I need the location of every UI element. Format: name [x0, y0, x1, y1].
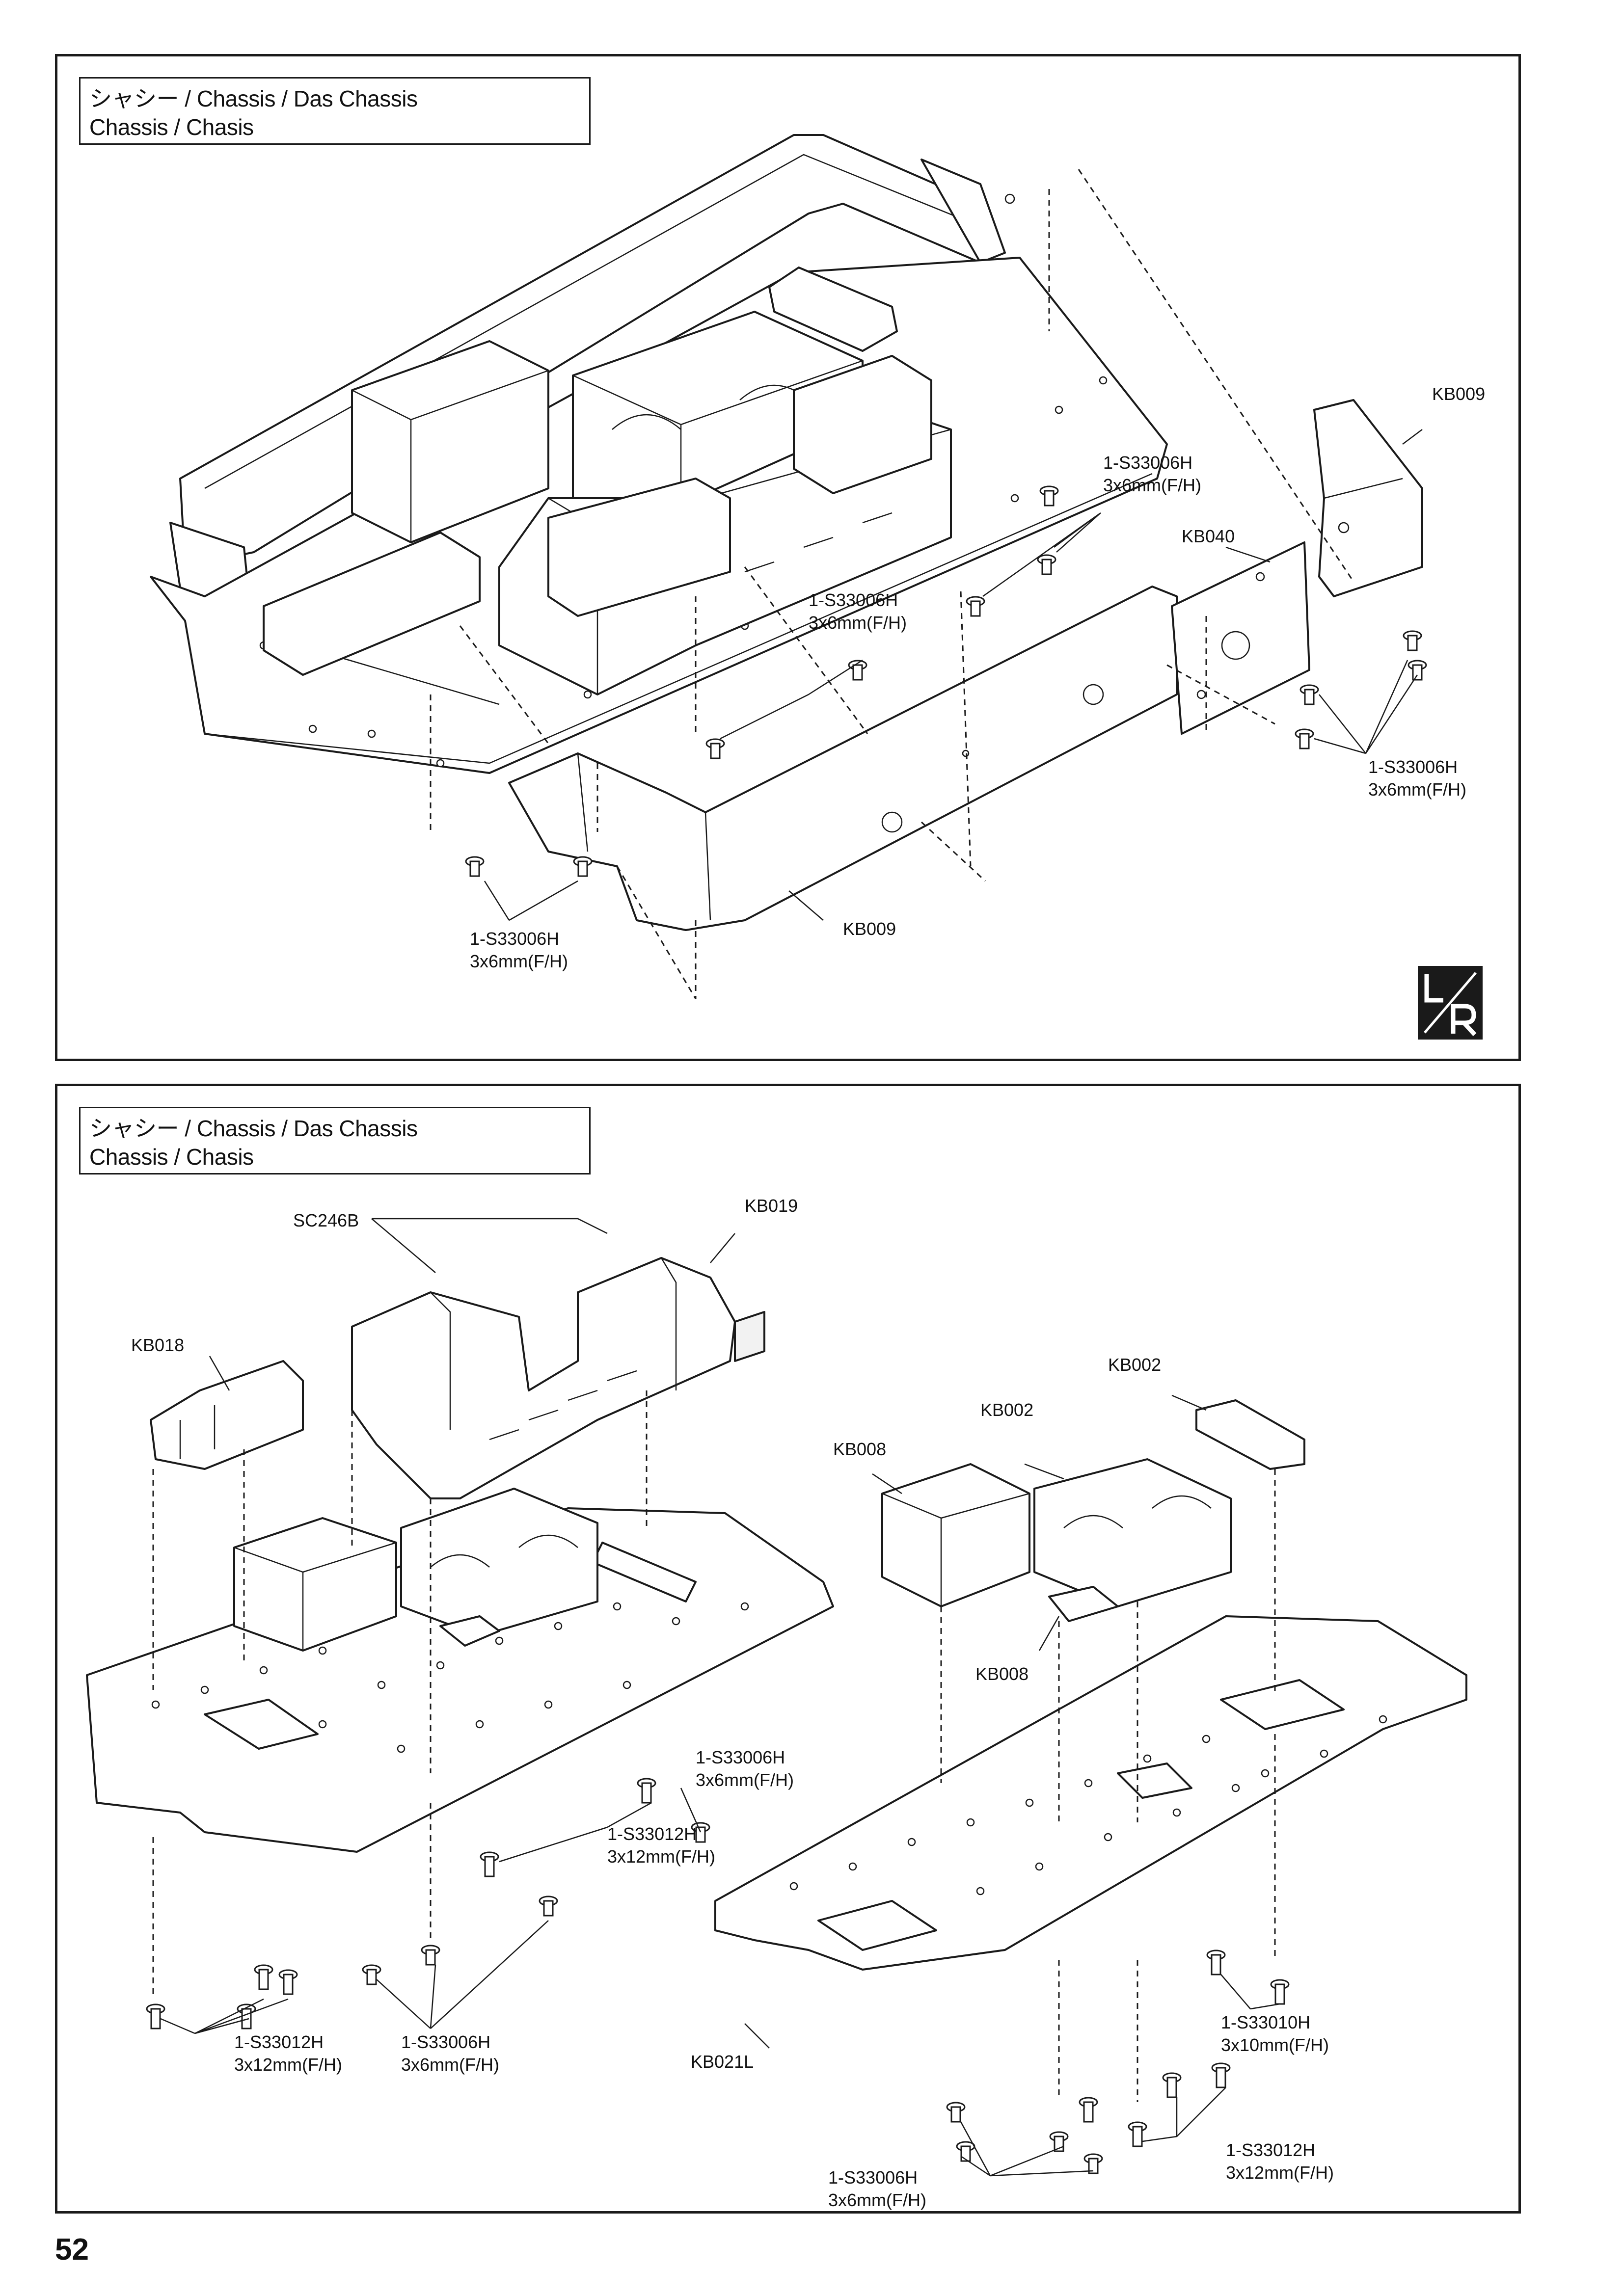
screw [1162, 2072, 1182, 2098]
screw [1270, 1979, 1290, 2005]
label-kb009-rear: KB009 [1432, 384, 1485, 404]
kb008-battery-box [881, 1463, 1030, 1607]
kb040-rear-plate [1171, 541, 1310, 735]
top-panel-title-box: シャシー / Chassis / Das Chassis Chassis / C… [79, 77, 591, 145]
top-labels: KB009 KB040 1-S33006H 3x6mm(F/H) 1-S3300… [470, 384, 1485, 971]
top-panel-title-line2: Chassis / Chasis [89, 114, 254, 140]
kb002-clamp [1195, 1399, 1305, 1470]
screw [1407, 660, 1427, 681]
bottom-panel-title-line2: Chassis / Chasis [89, 1144, 254, 1170]
label-kb009-side: KB009 [843, 919, 896, 939]
screw [637, 1778, 656, 1804]
screw [421, 1945, 440, 1966]
left-battery-box [233, 1517, 397, 1652]
battery-box-top [263, 340, 549, 676]
screw [1295, 728, 1314, 749]
screw [465, 856, 485, 877]
screw [1037, 554, 1056, 575]
label-screw-b-size: 3x6mm(F/H) [809, 613, 907, 633]
label-kb021l: KB021L [691, 2052, 754, 2072]
top-assembly-panel: シャシー / Chassis / Das Chassis Chassis / C… [55, 54, 1521, 1061]
screw [1403, 630, 1422, 651]
label-s6-size: 3x12mm(F/H) [1226, 2163, 1334, 2183]
bottom-assembly-panel: シャシー / Chassis / Das Chassis Chassis / C… [55, 1084, 1521, 2214]
top-screws [465, 485, 1427, 877]
screw [705, 738, 725, 759]
screw [956, 2141, 975, 2162]
label-kb002-clamp: KB002 [1108, 1355, 1161, 1375]
left-chassis-plate [86, 1507, 834, 1853]
screw [1039, 485, 1059, 507]
screw [1079, 2097, 1098, 2123]
screw [1206, 1949, 1226, 1976]
label-screw-a-size: 3x6mm(F/H) [1103, 475, 1201, 495]
label-kb002-gearbox: KB002 [980, 1400, 1033, 1420]
top-exploded-diagram: KB009 KB040 1-S33006H 3x6mm(F/H) 1-S3300… [150, 134, 1485, 999]
label-screw-c-code: 1-S33006H [1368, 757, 1458, 777]
kb018-servo-mount [150, 1360, 304, 1470]
kb008-bracket [1048, 1586, 1119, 1622]
screw [691, 1822, 710, 1843]
top-leader-lines [484, 429, 1423, 921]
sc246b-radio-tray [351, 1257, 765, 1499]
label-s3-size: 3x12mm(F/H) [234, 2055, 342, 2075]
label-screw-c-size: 3x6mm(F/H) [1368, 779, 1466, 800]
top-guide-lines [430, 169, 1354, 999]
radio-tray-top [498, 355, 952, 695]
label-screw-d-size: 3x6mm(F/H) [470, 951, 568, 971]
kb009-rear-bumper [1313, 399, 1423, 597]
label-kb019: KB019 [745, 1196, 798, 1216]
screw [848, 660, 867, 681]
left-gearbox [400, 1488, 598, 1647]
label-s1-size: 3x6mm(F/H) [696, 1770, 794, 1790]
label-screw-d-code: 1-S33006H [470, 929, 559, 949]
label-kb008-box: KB008 [833, 1439, 886, 1459]
label-screw-a-code: 1-S33006H [1103, 453, 1192, 473]
label-s7-code: 1-S33006H [828, 2167, 918, 2188]
label-s6-code: 1-S33012H [1226, 2140, 1315, 2160]
label-kb040: KB040 [1182, 526, 1235, 546]
screw [539, 1896, 558, 1917]
label-kb018: KB018 [131, 1335, 184, 1355]
label-kb008-bracket: KB008 [975, 1664, 1029, 1684]
label-sc246b: SC246B [293, 1210, 359, 1230]
screw [1049, 2131, 1069, 2152]
screw [146, 2003, 165, 2029]
screw [362, 1964, 381, 1985]
screw [278, 1969, 298, 1995]
screw [1299, 684, 1319, 705]
bottom-leader-lines [160, 1218, 1280, 2177]
label-s4-code: 1-S33006H [401, 2032, 490, 2052]
page-number: 52 [55, 2233, 89, 2267]
screw [254, 1964, 273, 1990]
bumper-brace-top [768, 267, 898, 352]
screw [1083, 2153, 1103, 2174]
label-s5-size: 3x10mm(F/H) [1221, 2035, 1329, 2055]
label-s2-code: 1-S33012H [607, 1824, 697, 1844]
left-right-badge [1418, 966, 1483, 1040]
label-s4-size: 3x6mm(F/H) [401, 2055, 499, 2075]
screw [573, 856, 593, 877]
label-s1-code: 1-S33006H [696, 1747, 785, 1767]
lr-badge-icon [1424, 972, 1477, 1037]
label-s7-size: 3x6mm(F/H) [828, 2190, 926, 2210]
top-panel-title-line1: シャシー / Chassis / Das Chassis [89, 86, 418, 111]
label-screw-b-code: 1-S33006H [809, 590, 898, 610]
screw [966, 596, 985, 617]
screw [1128, 2121, 1147, 2147]
bottom-panel-title-box: シャシー / Chassis / Das Chassis Chassis / C… [79, 1107, 591, 1175]
screw [946, 2102, 966, 2123]
screw [1211, 2062, 1231, 2088]
bottom-exploded-diagram: SC246B KB019 KB018 KB002 KB002 KB008 KB0… [86, 1196, 1467, 2210]
bottom-panel-title-line1: シャシー / Chassis / Das Chassis [89, 1116, 418, 1141]
bottom-guide-lines [152, 1390, 1276, 2102]
bottom-labels: SC246B KB019 KB018 KB002 KB002 KB008 KB0… [131, 1196, 1334, 2210]
label-s2-size: 3x12mm(F/H) [607, 1846, 715, 1867]
label-s3-code: 1-S33012H [234, 2032, 324, 2052]
kb021l-chassis-plate [714, 1615, 1467, 1971]
bottom-screws [146, 1778, 1290, 2174]
kb002-gearbox [1033, 1458, 1232, 1607]
screw [480, 1851, 499, 1877]
label-s5-code: 1-S33010H [1221, 2012, 1310, 2032]
